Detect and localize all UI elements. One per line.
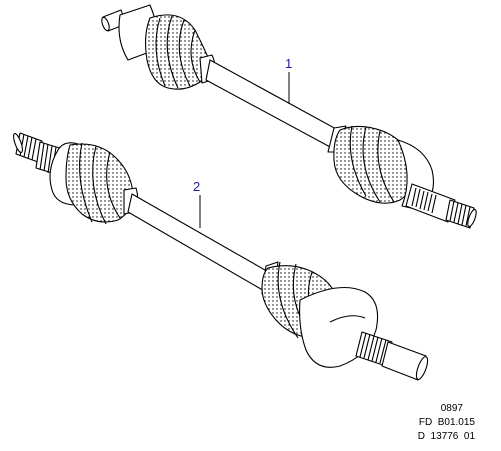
shaft1-right-boot (333, 125, 414, 204)
drive-shaft-2 (13, 132, 429, 381)
shaft2-left-boot (65, 143, 134, 223)
reference-code-line-3: D 13776 01 (417, 431, 475, 442)
shaft1-splined-end (405, 183, 456, 223)
shaft1-bar (205, 59, 339, 149)
callout-label-2: 2 (193, 179, 201, 194)
shaft1-left-boot (144, 14, 211, 90)
shaft2-right-stub (381, 341, 427, 381)
callout-label-1: 1 (285, 56, 293, 71)
reference-code-line-2: FD B01.015 (418, 417, 475, 428)
reference-code-line-1: 0897 (440, 403, 463, 414)
drive-shaft-1 (101, 4, 477, 229)
